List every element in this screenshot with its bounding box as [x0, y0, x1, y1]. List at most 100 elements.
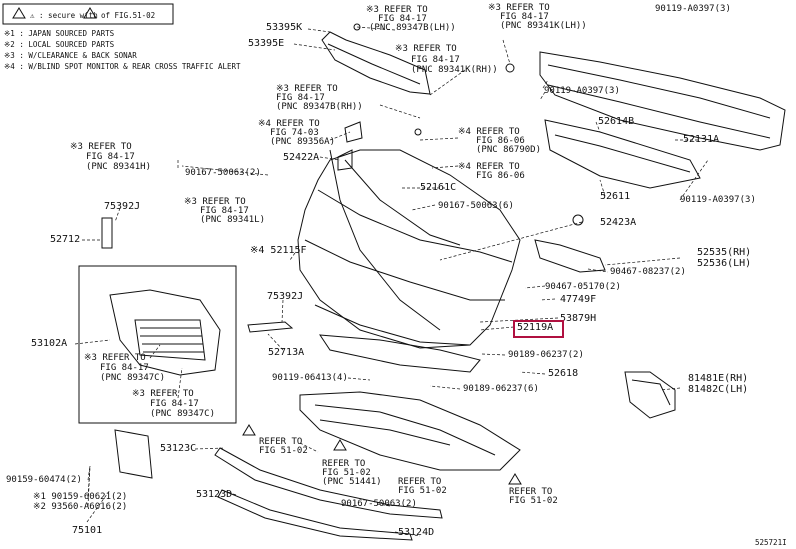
- part-label[interactable]: 75392J: [104, 201, 141, 212]
- part-label[interactable]: 52161C: [420, 182, 457, 193]
- reinforcement-line: [547, 64, 771, 119]
- part-label[interactable]: 52535(RH): [697, 247, 752, 258]
- part-label[interactable]: 90119-06413(4): [272, 373, 348, 383]
- grille-detail-box: [78, 265, 237, 424]
- under-cover-line: [314, 404, 496, 456]
- grille-mesh: [134, 319, 206, 361]
- ref-note: REFER TO: [509, 487, 553, 497]
- ref-note: FIG 86-06: [476, 136, 525, 146]
- under-cover-line: [319, 419, 451, 446]
- highlight-box[interactable]: [513, 320, 564, 338]
- warning-icon: [83, 7, 97, 19]
- part-label[interactable]: 53102A: [31, 338, 68, 349]
- ref-note: (PNC 89341L): [200, 215, 266, 225]
- bracket-52713A: [247, 321, 294, 333]
- ref-note: (PNC 89347C): [100, 373, 166, 383]
- part-label[interactable]: 52131A: [683, 134, 720, 145]
- part-label[interactable]: 90189-06237(2): [508, 350, 584, 360]
- ref-note: ※3 REFER TO: [366, 5, 428, 15]
- ref-note: (PNC 86790D): [476, 145, 542, 155]
- ref-note: FIG 84-17: [86, 152, 135, 162]
- energy-absorber: [544, 119, 701, 189]
- reinforcement-line: [547, 84, 771, 139]
- ref-note: (PNC 51441): [322, 477, 382, 487]
- warning-icon: [333, 439, 347, 451]
- fog-cover-line: [631, 379, 671, 406]
- ref-note: (PNC 89347B(RH)): [276, 102, 363, 112]
- part-label[interactable]: 81481E(RH): [688, 373, 749, 384]
- part-label[interactable]: 90167-50063(6): [438, 201, 514, 211]
- ref-note: (PNC 89341H): [86, 162, 152, 172]
- part-label[interactable]: 81482C(LH): [688, 384, 749, 395]
- part-label[interactable]: 75101: [72, 525, 103, 536]
- cover-contour: [317, 189, 513, 263]
- ref-note: ※3 REFER TO: [70, 142, 132, 152]
- ref-note: ※3 REFER TO: [488, 3, 550, 13]
- sensor-part: [344, 121, 363, 143]
- ref-note: ※4 REFER TO: [458, 127, 520, 137]
- part-label[interactable]: 53123D: [196, 489, 233, 500]
- grille-mesh-lines: [140, 327, 204, 353]
- ref-note: FIG 84-17: [100, 363, 149, 373]
- ref-note: ※3 REFER TO: [276, 84, 338, 94]
- part-label[interactable]: ※4 52115F: [250, 245, 307, 256]
- ref-note: FIG 86-06: [476, 171, 525, 181]
- part-label[interactable]: 47749F: [560, 294, 597, 305]
- part-label[interactable]: 53395K: [266, 22, 303, 33]
- ref-note: FIG 84-17: [276, 93, 325, 103]
- radiator-grille: [109, 289, 221, 376]
- part-label-highlighted[interactable]: 52119A: [517, 322, 554, 333]
- ref-note: ※4 REFER TO: [258, 119, 320, 129]
- ref-note: REFER TO: [398, 477, 442, 487]
- legend-header-box: [2, 3, 174, 25]
- part-label[interactable]: 53879H: [560, 313, 597, 324]
- lower-spoiler-strip: [217, 489, 413, 541]
- part-label[interactable]: 90159-60474(2): [6, 475, 82, 485]
- ref-note: FIG 51-02: [259, 446, 308, 456]
- part-label[interactable]: 90119-A0397(3): [655, 4, 731, 14]
- part-label[interactable]: 52712: [50, 234, 81, 245]
- warning-icon: [12, 7, 26, 19]
- part-label[interactable]: 53123C: [160, 443, 197, 454]
- part-label[interactable]: 52422A: [283, 152, 320, 163]
- bracket-52423A: [572, 214, 584, 226]
- part-label[interactable]: 90119-A0397(3): [544, 86, 620, 96]
- ref-note: FIG 74-03: [270, 128, 319, 138]
- part-label[interactable]: 52713A: [268, 347, 305, 358]
- diagram-id: 525721I: [755, 538, 787, 547]
- cover-contour: [314, 304, 471, 346]
- part-label[interactable]: 52614B: [598, 116, 635, 127]
- molding-detail-line: [327, 43, 421, 85]
- bracket-52422A: [337, 149, 353, 171]
- ref-note: FIG 84-17: [150, 399, 199, 409]
- part-label[interactable]: 90167-50063(2): [341, 499, 417, 509]
- part-label[interactable]: 90167-50063(2): [185, 168, 261, 178]
- part-label[interactable]: 53124D: [398, 527, 435, 538]
- part-label[interactable]: 52618: [548, 368, 579, 379]
- part-label[interactable]: 90119-A0397(3): [680, 195, 756, 205]
- cover-contour: [344, 159, 461, 246]
- part-label[interactable]: ※1 90159-60621(2): [33, 492, 128, 502]
- part-label[interactable]: 52536(LH): [697, 258, 752, 269]
- sensor-part: [505, 63, 515, 73]
- side-bracket: [534, 239, 606, 273]
- part-label[interactable]: 53395E: [248, 38, 285, 49]
- part-label[interactable]: 90467-08237(2): [610, 267, 686, 277]
- engine-under-cover: [299, 391, 521, 471]
- part-label[interactable]: 75392J: [267, 291, 304, 302]
- legend-header-suffix: of FIG.51-02: [101, 11, 156, 20]
- ref-note: FIG 51-02: [509, 496, 558, 506]
- ref-note: ※3 REFER TO: [84, 353, 146, 363]
- ref-note: (PNC 89347B(LH)): [369, 23, 456, 33]
- part-label[interactable]: 52611: [600, 191, 631, 202]
- part-label[interactable]: ※2 93560-A6016(2): [33, 502, 128, 512]
- part-label[interactable]: 90467-05170(2): [545, 282, 621, 292]
- ref-note: FIG 84-17: [411, 55, 460, 65]
- ref-note: FIG 84-17: [378, 14, 427, 24]
- legend-note-1: ※1 : JAPAN SOURCED PARTS: [4, 29, 115, 38]
- part-label[interactable]: 52423A: [600, 217, 637, 228]
- part-label[interactable]: 90189-06237(6): [463, 384, 539, 394]
- ref-note: FIG 84-17: [200, 206, 249, 216]
